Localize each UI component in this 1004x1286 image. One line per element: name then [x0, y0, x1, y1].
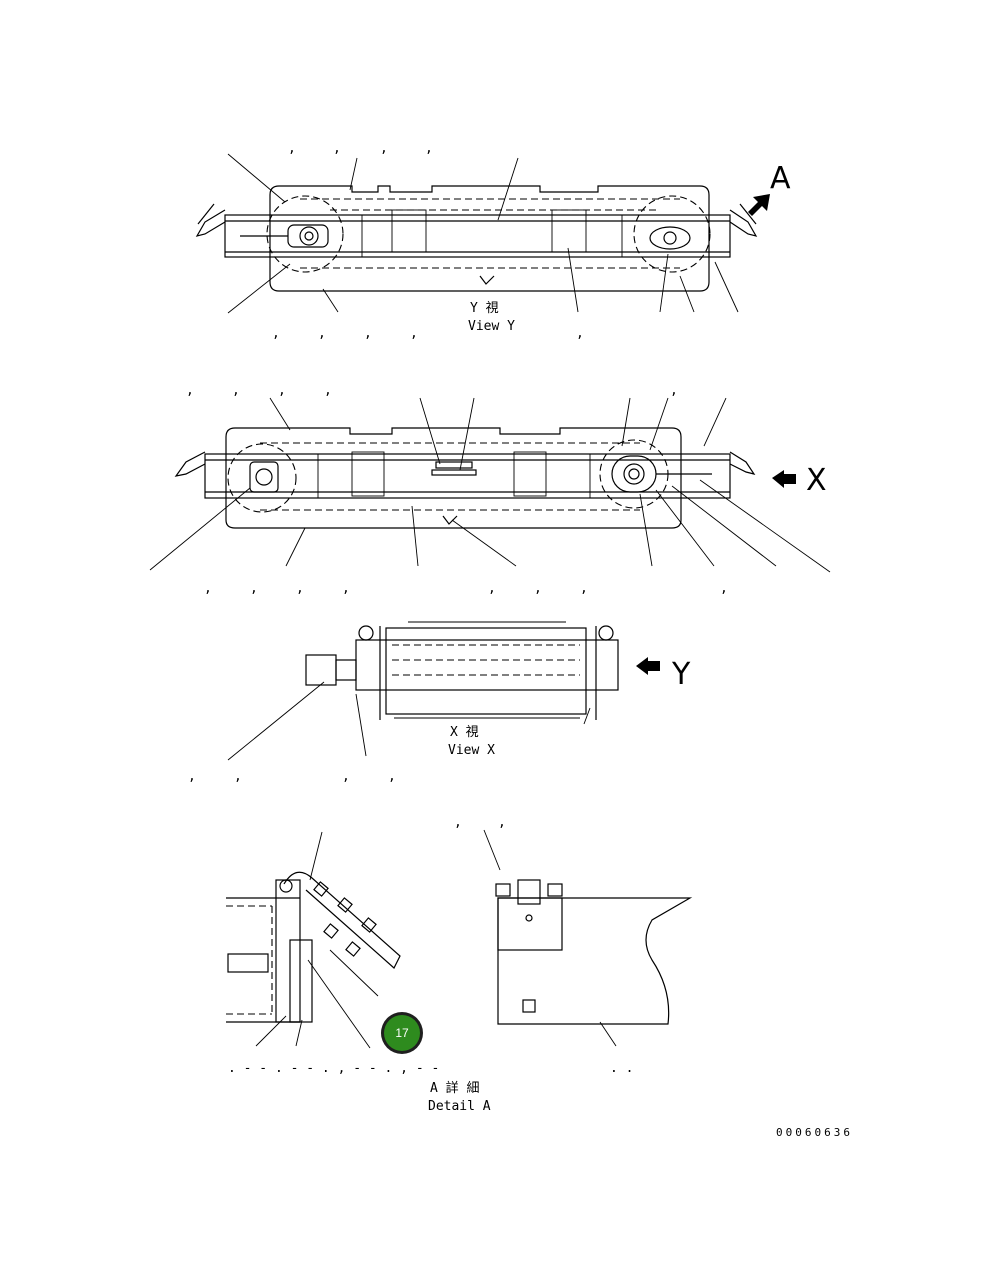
detail-a-label-jp: A 詳 細 — [430, 1080, 479, 1096]
svg-text:,: , — [278, 383, 286, 398]
svg-text:,: , — [186, 383, 194, 398]
drawing-number: 00060636 — [776, 1126, 853, 1139]
svg-text:,: , — [188, 769, 196, 784]
svg-text:,: , — [425, 141, 433, 156]
svg-text:,: , — [342, 581, 350, 596]
svg-text:,: , — [333, 141, 341, 156]
svg-text:,: , — [498, 815, 506, 830]
svg-text:,: , — [324, 383, 332, 398]
svg-text:,: , — [288, 141, 296, 156]
svg-text:,: , — [342, 769, 350, 784]
svg-text:,: , — [580, 581, 588, 596]
svg-text:,: , — [454, 815, 462, 830]
svg-text:,: , — [720, 581, 728, 596]
side-view-assembly: ,,,,, ,,,, ,,,, — [149, 383, 831, 596]
page-badge: 17 — [381, 1012, 423, 1054]
svg-text:,: , — [488, 581, 496, 596]
svg-text:. - - . - - . , - - . , - -: . - - . - - . , - - . , - - — [228, 1061, 439, 1076]
svg-text:,: , — [250, 581, 258, 596]
view-y-label-jp: Y 視 — [470, 301, 499, 316]
svg-text:. .: . . — [610, 1061, 633, 1076]
view-y-assembly: ,,,, ,,,,, — [195, 141, 770, 341]
svg-text:,: , — [576, 326, 584, 341]
svg-text:,: , — [318, 326, 326, 341]
detail-a-assembly: ,, . - - . - - . , - - . , - - . . — [226, 815, 693, 1076]
view-x-label-jp: X 視 — [450, 725, 479, 740]
svg-text:,: , — [410, 326, 418, 341]
svg-text:,: , — [234, 769, 242, 784]
svg-text:,: , — [232, 383, 240, 398]
arrow-a-label: A — [770, 161, 791, 196]
svg-text:,: , — [534, 581, 542, 596]
svg-text:,: , — [388, 769, 396, 784]
svg-text:,: , — [380, 141, 388, 156]
arrow-y-label: Y — [671, 657, 691, 692]
svg-text:,: , — [272, 326, 280, 341]
svg-text:,: , — [296, 581, 304, 596]
view-x-label-en: View X — [448, 743, 495, 758]
badge-value: 17 — [395, 1026, 409, 1040]
svg-text:,: , — [204, 581, 212, 596]
view-x-assembly: ,,,, — [188, 621, 660, 784]
view-y-label-en: View Y — [468, 319, 515, 334]
svg-text:,: , — [670, 383, 678, 398]
svg-text:,: , — [364, 326, 372, 341]
detail-a-label-en: Detail A — [428, 1099, 491, 1114]
arrow-x-label: X — [806, 463, 827, 498]
